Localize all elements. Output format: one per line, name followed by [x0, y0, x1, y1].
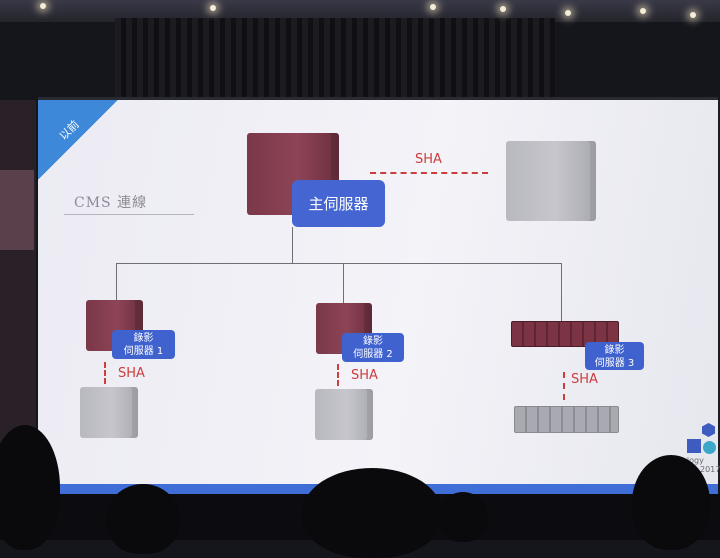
audience-head [106, 484, 180, 554]
ceiling-light [500, 6, 506, 12]
audience-head [302, 468, 442, 558]
audience-head [0, 425, 60, 550]
wall-glow [0, 170, 34, 250]
ceiling-light [640, 8, 646, 14]
ceiling-light [690, 12, 696, 18]
tree-branch [116, 263, 562, 264]
recorder-3-sha-label: SHA [571, 372, 598, 387]
logo-circle-icon [703, 441, 716, 454]
recorder-2-label: 錄影 伺服器 2 [342, 333, 404, 362]
recorder-3-backup-icon [514, 406, 619, 433]
recorder-2-sha-label: SHA [351, 368, 378, 383]
tree-drop-1 [116, 263, 117, 303]
section-title: CMS 連線 [74, 195, 148, 211]
recorder-2-line1: 錄影 [363, 336, 383, 347]
logo-text-line1: ology [682, 456, 704, 465]
recorder-3-line2: 伺服器 3 [594, 358, 635, 369]
logo-hexagon-icon [702, 423, 715, 437]
recorder-2-backup-icon [315, 389, 373, 440]
recorder-1-sha-label: SHA [118, 366, 145, 381]
title-underline [64, 214, 194, 215]
recorder-2-sha-line [337, 364, 339, 386]
left-wall [0, 100, 36, 480]
recorder-2-line2: 伺服器 2 [353, 349, 393, 360]
recorder-1-label: 錄影 伺服器 1 [112, 330, 175, 359]
tree-drop-3 [561, 263, 562, 321]
logo-square-icon [687, 439, 701, 453]
ceiling-light [565, 10, 571, 16]
main-server-label: 主伺服器 [292, 180, 385, 227]
corner-badge [38, 100, 118, 180]
tree-trunk [292, 227, 293, 264]
audience-head [438, 492, 488, 542]
recorder-1-line1: 錄影 [133, 333, 154, 344]
recorder-3-line1: 錄影 [604, 345, 625, 356]
backup-server-icon [506, 141, 596, 221]
recorder-3-label: 錄影 伺服器 3 [585, 342, 644, 370]
ceiling-light [40, 3, 46, 9]
projection-screen [38, 97, 718, 500]
ceiling-light [430, 4, 436, 10]
recorder-1-line2: 伺服器 1 [123, 346, 164, 357]
tree-drop-2 [343, 263, 344, 303]
logo-text: ology 2017 [682, 456, 720, 474]
sha-label: SHA [415, 152, 442, 167]
audience-head [632, 455, 710, 550]
ceiling-light [210, 5, 216, 11]
recorder-3-sha-line [563, 372, 565, 400]
ceiling [0, 0, 720, 22]
recorder-1-backup-icon [80, 387, 138, 438]
recorder-1-sha-line [104, 362, 106, 384]
stage-curtain [115, 18, 555, 103]
logo-text-line2: 2017 [700, 465, 720, 474]
sha-link-line [370, 172, 488, 174]
